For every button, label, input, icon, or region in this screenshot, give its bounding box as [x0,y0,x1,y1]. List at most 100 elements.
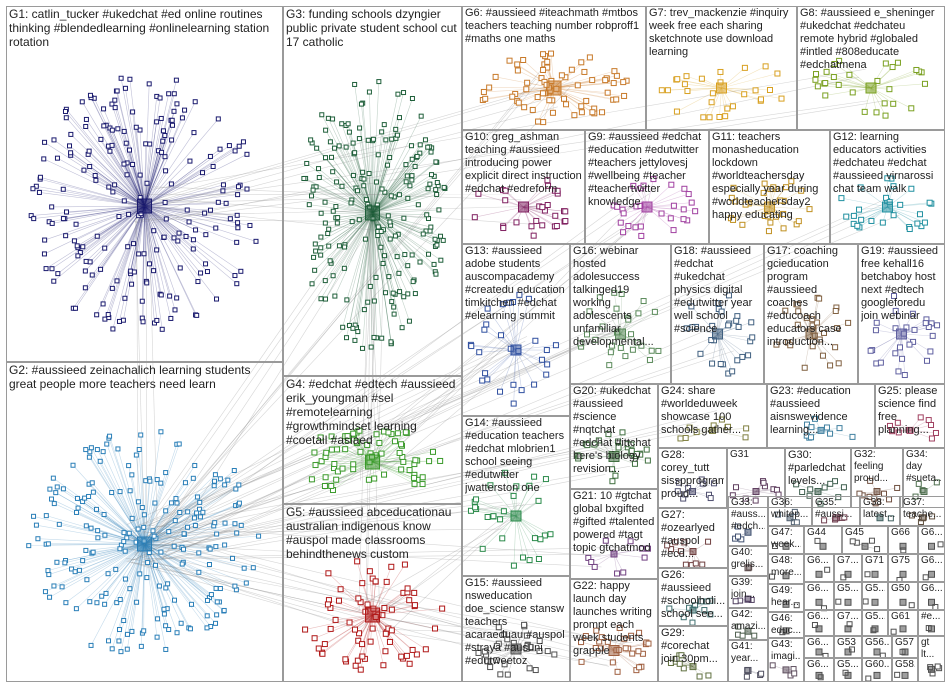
group-label-g33: G33: #auss... #edch... [731,497,765,533]
group-label-g75: G75 [891,555,915,567]
group-cell-g60: G60... [862,658,892,682]
group-label-g79: gt lt... [921,637,942,661]
group-cell-g66: G66 [888,526,918,554]
group-label-g62: G6... [921,527,942,539]
group-cell-g13: G13: #aussieed adobe students auscompaca… [462,244,570,416]
group-label-g31: G31 [730,449,782,461]
group-cell-g63: G6... [804,554,834,582]
group-label-g30: G30: #parledchat levels... [788,449,848,488]
group-label-g10: G10: greg_ashman teaching #aussieed intr… [465,131,582,196]
group-label-g53: G53 [837,637,859,649]
group-cell-g45: G45 [842,526,888,554]
group-cell-g3: G3: funding schools dzyngier public priv… [283,6,462,376]
group-cell-g6: G6: #aussieed #iteachmath #mtbos teacher… [462,6,646,130]
group-label-g71: G71 [865,555,885,567]
group-label-g36: G36: whitep... [771,497,809,521]
group-cell-g67: G7... [834,554,862,582]
group-label-g35: G35: #aussi... [815,497,857,521]
group-cell-g50: G50 [888,582,918,610]
group-label-g4: G4: #edchat #edtech #aussieed erik_young… [286,377,459,447]
group-label-g7: G7: trev_mackenzie #inquiry week free ea… [649,7,794,59]
group-cell-g17: G17: coaching gcieducation program #auss… [764,244,858,384]
group-cell-g49: G49: hear... [768,584,804,612]
group-label-g52: G5... [865,611,885,623]
group-cell-g52: G5... [862,610,888,636]
group-cell-g54: G5... [834,582,862,610]
group-label-g38: G38: latest... [863,497,897,521]
group-label-g40: G40: grelis... [731,547,765,571]
group-cell-g19: G19: #aussieed free kehall16 betchaboy h… [858,244,945,384]
group-label-g72: G6... [921,555,942,567]
group-label-g19: G19: #aussieed free kehall16 betchaboy h… [861,245,942,323]
group-label-g34: G34: day #sueta... [906,449,942,485]
group-cell-g4: G4: #edchat #edtech #aussieed erik_young… [283,376,462,504]
group-label-g58: G58... [895,659,915,671]
group-cell-g39: G39: join... [728,576,768,608]
group-cell-g46: G46: educ... [768,612,804,638]
group-label-g55: G5... [837,659,859,671]
group-cell-g27: G27: #ozearlyed #auspol #ecd... [658,508,728,568]
group-cell-g38: G38: latest... [860,496,900,526]
group-cell-g68: G7... [834,610,862,636]
group-label-g66: G66 [891,527,915,539]
group-label-g2: G2: #aussieed zeinachalich learning stud… [9,363,280,391]
group-cell-g58: G58... [892,658,918,682]
group-label-g61: G61 [891,611,915,623]
group-label-g63: G6... [807,555,831,567]
group-cell-g36: G36: whitep... [768,496,812,526]
group-cell-g75: G75 [888,554,918,582]
group-cell-g55: G5... [834,658,862,682]
group-label-g22: G22: happy launch day launches writing p… [573,580,655,658]
group-cell-g35: G35: #aussi... [812,496,860,526]
group-cell-g79: gt lt... [918,636,945,682]
group-label-g21: G21: 10 #gtchat global bxgifted #gifted … [573,490,655,555]
group-cell-g1: G1: catlin_tucker #ukedchat #ed online r… [6,6,283,362]
group-label-g1: G1: catlin_tucker #ukedchat #ed online r… [9,7,280,49]
group-label-g42: G42: amazi... [731,609,765,633]
group-label-g51: G5... [865,583,885,595]
group-cell-g15: G15: #aussieed nsweducation doe_science … [462,576,570,682]
group-label-g73: G6... [921,583,942,595]
group-label-g5: G5: #aussieed abceducationau australian … [286,505,459,561]
group-cell-g28: G28: corey_tutt sisspprogram proud... [658,448,727,508]
group-label-g57: G57 [895,637,915,649]
group-cell-g53: G53 [834,636,862,658]
group-cell-g16: G16: webinar hosted adolesuccess talking… [570,244,671,384]
group-label-g48: G48: more... [771,555,801,579]
group-cell-g65: G6... [804,610,834,636]
group-cell-g61: G61 [888,610,918,636]
group-label-g27: G27: #ozearlyed #auspol #ecd... [661,509,725,561]
group-label-g8: G8: #aussieed e_sheninger #ukedchat #edc… [800,7,942,72]
group-cell-g71: G71 [862,554,888,582]
group-label-g20: G20: #ukedchat #aussieed #science #nqtch… [573,385,655,476]
group-cell-g29: G29: #corechat join 30pm... [658,626,728,682]
group-label-g54: G5... [837,583,859,595]
group-label-g16: G16: webinar hosted adolesuccess talking… [573,245,668,349]
group-label-g44: G44 [807,527,839,539]
group-label-g23: G23: #education #aussieed aisnswevidence… [770,385,872,437]
group-label-g18: G18: #aussieed #edchat #ukedchat physics… [674,245,761,336]
group-cell-g62: G6... [918,526,945,554]
group-cell-g51: G5... [862,582,888,610]
group-label-g56: G56... [865,637,889,649]
group-cell-g73: G6... [918,582,945,610]
group-cell-g23: G23: #education #aussieed aisnswevidence… [767,384,875,448]
group-cell-g26: G26: #aussieed #schoolholi... school see… [658,568,728,626]
group-label-g25: G25: please science find free planning..… [878,385,942,437]
group-label-g26: G26: #aussieed #schoolholi... school see… [661,569,725,621]
group-cell-g22: G22: happy launch day launches writing p… [570,579,658,682]
group-cell-g24: G24: share #worldeduweek showcase 100 sc… [658,384,767,448]
group-cell-g10: G10: greg_ashman teaching #aussieed intr… [462,130,585,244]
group-label-g67: G7... [837,555,859,567]
group-label-g29: G29: #corechat join 30pm... [661,627,725,666]
group-cell-g8: G8: #aussieed e_sheninger #ukedchat #edc… [797,6,945,130]
group-cell-g47: G47: week... [768,526,804,554]
group-label-g68: G7... [837,611,859,623]
group-label-g49: G49: hear... [771,585,801,609]
group-cell-g64: G6... [804,582,834,610]
group-cell-g12: G12: learning educators activities #edch… [830,130,945,244]
group-label-g45: G45 [845,527,885,539]
group-label-g39: G39: join... [731,577,765,601]
group-cell-g2: G2: #aussieed zeinachalich learning stud… [6,362,283,682]
group-label-g69: G6... [807,637,831,649]
